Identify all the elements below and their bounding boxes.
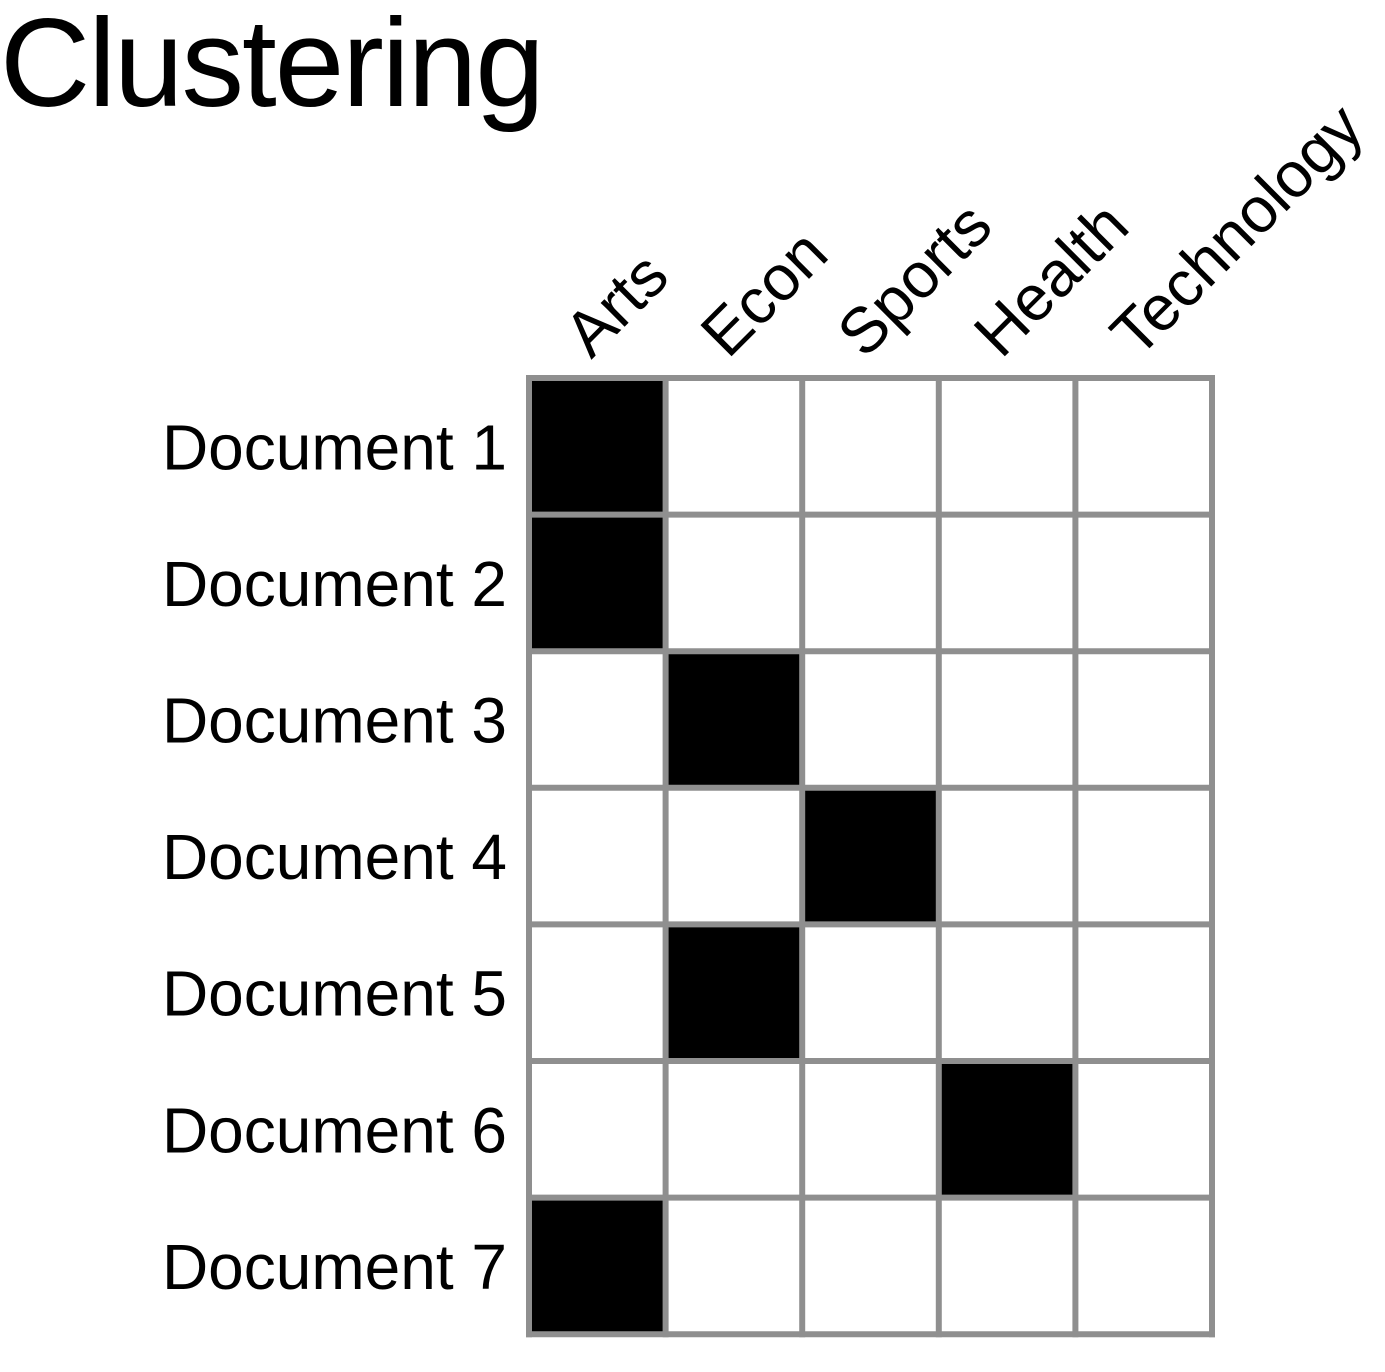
page-title: Clustering [0, 0, 545, 133]
row-labels: Document 1 Document 2 Document 3 Document 4… [162, 411, 507, 1303]
cell-document-2-health-empty [938, 514, 1076, 652]
cell-document-2-econ-empty [665, 514, 803, 652]
row-label-document-2: Document 2 [162, 548, 507, 620]
cell-document-4-health-empty [938, 787, 1076, 925]
row-label-document-1: Document 1 [162, 411, 507, 483]
cell-document-5-technology-empty [1075, 924, 1212, 1061]
column-label-technology: Technology [1097, 90, 1377, 370]
cell-document-7-technology-empty [1075, 1197, 1212, 1335]
cell-document-6-technology-empty [1075, 1061, 1212, 1198]
cell-document-1-econ-empty [665, 378, 803, 515]
matrix-cells [529, 378, 1212, 1335]
row-label-document-7: Document 7 [162, 1231, 507, 1303]
column-label-health: Health [960, 188, 1142, 370]
cell-document-4-sports-filled [802, 787, 939, 925]
cell-document-2-sports-empty [802, 514, 939, 652]
cell-document-7-sports-empty [802, 1197, 939, 1335]
cell-document-5-sports-empty [802, 924, 939, 1061]
cell-document-7-arts-filled [529, 1197, 666, 1335]
row-label-document-6: Document 6 [162, 1094, 507, 1166]
cell-document-4-econ-empty [665, 787, 803, 925]
cell-document-2-arts-filled [529, 514, 666, 652]
column-label-econ: Econ [687, 216, 841, 370]
cell-document-4-arts-empty [529, 787, 666, 925]
row-label-document-5: Document 5 [162, 958, 507, 1030]
cell-document-7-econ-empty [665, 1197, 803, 1335]
cell-document-3-health-empty [938, 651, 1076, 788]
column-label-arts: Arts [550, 239, 681, 370]
cell-document-4-technology-empty [1075, 787, 1212, 925]
cell-document-1-sports-empty [802, 378, 939, 515]
cell-document-3-sports-empty [802, 651, 939, 788]
cell-document-7-health-empty [938, 1197, 1076, 1335]
row-label-document-3: Document 3 [162, 685, 507, 757]
cell-document-6-arts-empty [529, 1061, 666, 1198]
cell-document-3-arts-empty [529, 651, 666, 788]
cell-document-5-health-empty [938, 924, 1076, 1061]
column-label-sports: Sports [823, 188, 1005, 370]
cell-document-1-arts-filled [529, 378, 666, 515]
cell-document-5-arts-empty [529, 924, 666, 1061]
cell-document-6-health-filled [938, 1061, 1076, 1198]
matrix-grid [526, 375, 1215, 1338]
row-label-document-4: Document 4 [162, 821, 507, 893]
cell-document-3-econ-filled [665, 651, 803, 788]
cell-document-6-econ-empty [665, 1061, 803, 1198]
cell-document-2-technology-empty [1075, 514, 1212, 652]
cell-document-5-econ-filled [665, 924, 803, 1061]
cell-document-1-health-empty [938, 378, 1076, 515]
cell-document-3-technology-empty [1075, 651, 1212, 788]
cell-document-1-technology-empty [1075, 378, 1212, 515]
cell-document-6-sports-empty [802, 1061, 939, 1198]
